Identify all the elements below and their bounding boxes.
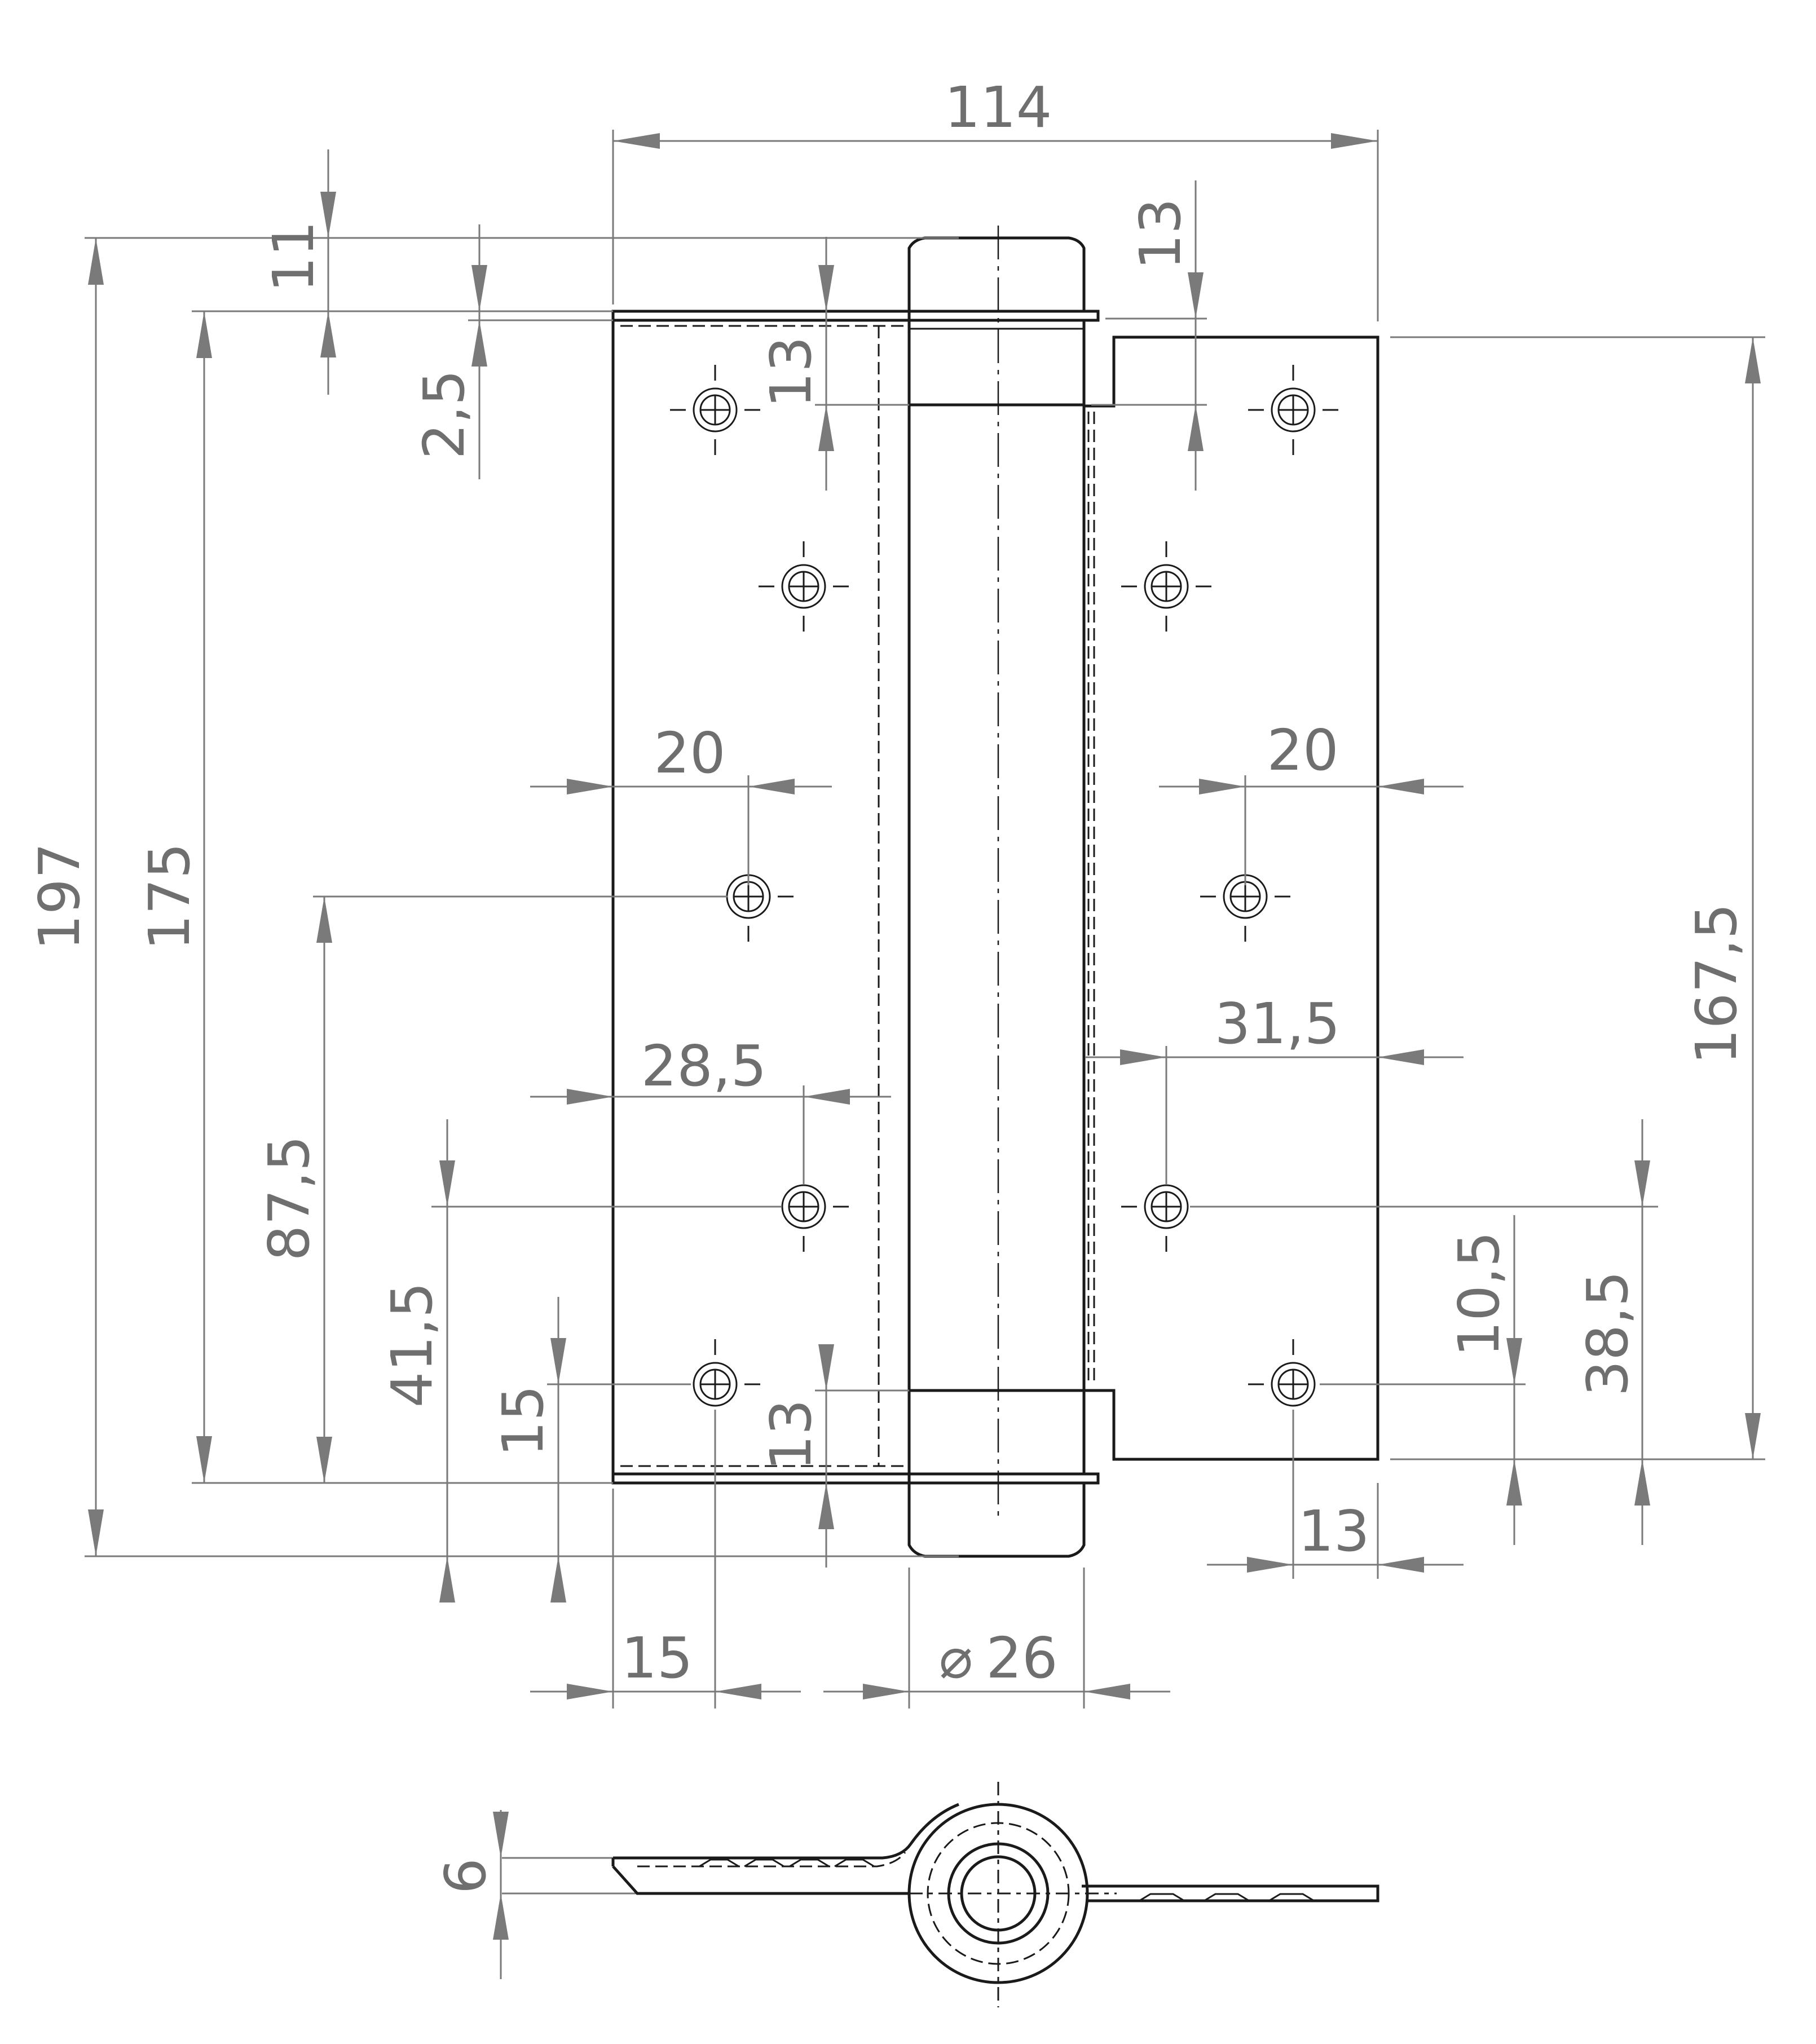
diameter-symbol: ⌀: [939, 1625, 973, 1691]
dim-barrel-cap-top-left: 13: [758, 336, 824, 408]
dim-overall-width: 114: [945, 74, 1052, 140]
barrel-top-cap: [907, 236, 1086, 311]
dim-barrel-cap-top-right: 13: [1127, 198, 1193, 270]
dim-left-edge-hole-offset: 15: [621, 1625, 693, 1691]
screw-hole-left-1: [669, 364, 761, 456]
right-leaf: [1082, 335, 1379, 1461]
dim-overall-height: 197: [27, 843, 92, 951]
dim-right-hole-row-bottom: 10,5: [1446, 1231, 1512, 1357]
dim-left-hole-row-middle: 87,5: [256, 1136, 322, 1261]
barrel-bottom-cap: [907, 1483, 1086, 1558]
dim-right-hole-row-lower: 38,5: [1575, 1271, 1641, 1397]
screw-hole-left-2: [757, 540, 850, 633]
dim-left-hole-inset-mid: 28,5: [641, 1033, 767, 1099]
screw-hole-right-2: [1120, 540, 1213, 633]
bottom-plate: [611, 1472, 1100, 1485]
dim-plate-thickness: 2,5: [411, 369, 477, 459]
dim-section-leaf-thickness: 6: [433, 1858, 499, 1894]
hinge-front-view: [611, 226, 1379, 1558]
dim-top-offset: 11: [261, 220, 327, 292]
dim-left-hole-row-bottom: 15: [490, 1385, 556, 1456]
top-plate: [611, 310, 1100, 322]
dim-right-hole-inset-mid: 31,5: [1215, 991, 1341, 1057]
dim-right-hole-spacing: 20: [1267, 717, 1338, 783]
dim-barrel-cap-bottom: 13: [758, 1399, 824, 1471]
dim-right-leaf-height: 167,5: [1683, 903, 1749, 1065]
dimension-lines: [85, 130, 1765, 1979]
dim-left-hole-spacing: 20: [654, 720, 725, 786]
hinge-section-view: [611, 1782, 1379, 2007]
dim-left-leaf-height: 175: [136, 843, 202, 951]
barrel: [907, 319, 1086, 1476]
dim-barrel-diameter: 26: [986, 1625, 1057, 1691]
dim-right-edge-hole-offset: 13: [1298, 1498, 1369, 1564]
dim-left-hole-row-lower: 41,5: [379, 1282, 445, 1408]
screw-hole-right-1: [1247, 364, 1339, 456]
